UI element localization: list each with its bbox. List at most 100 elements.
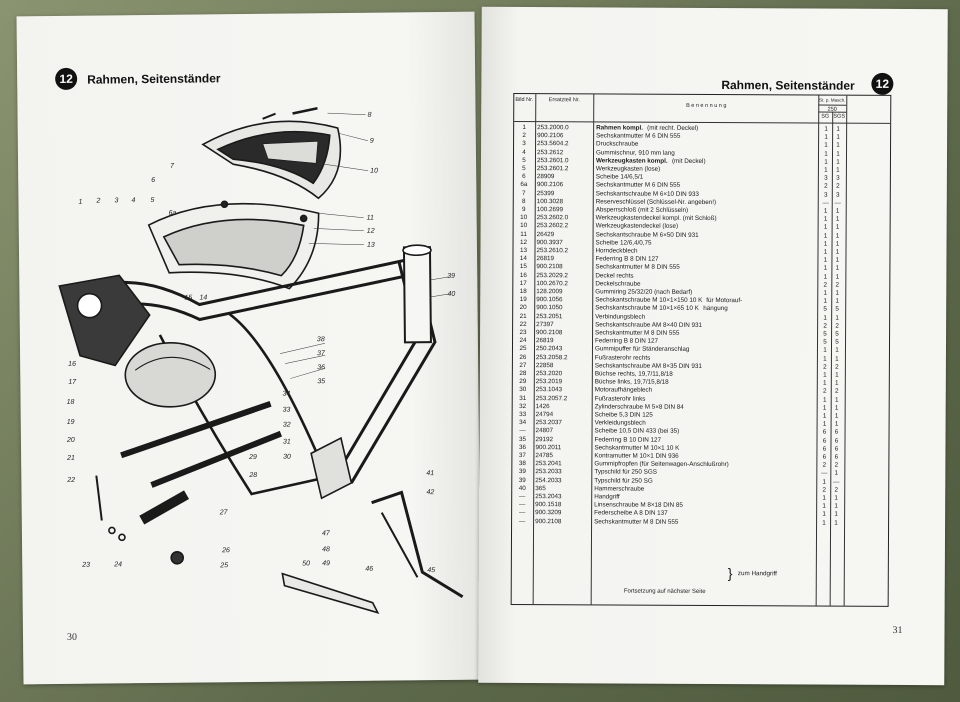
cell-benennung: Typschild für 250 SGS	[594, 468, 658, 477]
cell-benennung: Werkzeugkastendeckel (lose)	[595, 222, 679, 231]
cell-ersatzteil: 25399	[536, 189, 555, 197]
cell-sg: 1	[824, 141, 828, 149]
frame-drawing	[58, 107, 464, 614]
cell-ersatzteil: 26429	[536, 230, 555, 238]
brace-symbol: }	[727, 565, 733, 582]
part-callout: 23	[81, 562, 90, 569]
cell-sgs: 1	[835, 297, 840, 305]
cell-bild: 39	[518, 476, 526, 484]
cell-sg: 5	[823, 330, 827, 338]
part-callout: 7	[170, 163, 175, 170]
cell-sg: 6	[822, 437, 827, 445]
cell-ersatzteil: 253.2601.0	[536, 156, 569, 165]
cell-benennung: Büchse rechts, 19,7/11,8/18	[594, 370, 673, 378]
part-callout: 20	[66, 437, 75, 444]
cell-sg: 1	[823, 379, 827, 387]
cell-sg: 6	[822, 428, 827, 436]
cell-benennung: Federring B 8 DIN 127	[595, 255, 659, 263]
cell-sgs: —	[833, 478, 840, 486]
cell-sgs: 6	[834, 445, 839, 453]
cell-ersatzteil: 900.3209	[535, 509, 562, 517]
part-callout: 30	[283, 454, 291, 461]
cell-bild: 17	[519, 279, 527, 287]
cell-bild: —	[518, 501, 526, 509]
cell-bild: 10	[520, 214, 528, 222]
cell-ersatzteil: 253.2602.0	[536, 214, 569, 222]
cell-bild: 3	[522, 140, 526, 148]
cell-sgs: 6	[834, 437, 839, 445]
part-callout: 42	[426, 489, 434, 496]
cell-sgs: 1	[836, 158, 840, 166]
cell-benennung: Sechskantmutter M 8 DIN 555	[594, 517, 679, 526]
cell-sg: 1	[824, 166, 828, 174]
header-sg: SG	[821, 113, 830, 120]
cell-sgs: 1	[835, 289, 840, 297]
cell-benennung: Verbindungsblech	[595, 312, 646, 321]
cell-sg: 3	[824, 191, 828, 199]
part-callout: 6a	[169, 210, 177, 217]
cell-sgs: 1	[835, 347, 839, 355]
cell-sg: 1	[822, 420, 827, 428]
part-callout: 39	[447, 273, 455, 280]
cell-sg: 1	[823, 273, 828, 281]
cell-benennung: Fußrasterohr rechts	[594, 353, 651, 362]
cell-benennung: Typschild für 250 SG	[594, 476, 653, 485]
cell-bild: 24	[519, 337, 527, 345]
cell-benennung: Scheibe 5,3 DIN 125	[594, 411, 653, 419]
cell-ersatzteil: 900.2011	[535, 443, 562, 452]
cell-sg: 5	[823, 338, 827, 346]
cell-benennung: Sechskantschraube AM 8×40 DIN 931	[595, 321, 703, 329]
part-callout: 17	[68, 379, 77, 386]
cell-bild: 32	[519, 402, 527, 410]
cell-sgs: 1	[835, 379, 839, 387]
cell-ersatzteil: 253.2033	[535, 468, 562, 476]
page-title: Rahmen, Seitenständer	[721, 78, 855, 93]
cell-bild: 26	[519, 353, 527, 361]
cell-sgs: 1	[835, 248, 840, 256]
cell-bild: —	[519, 492, 526, 501]
cell-sg: 1	[823, 240, 828, 248]
cell-sg: 1	[823, 314, 827, 322]
cell-sgs: 1	[835, 371, 839, 379]
cell-sgs: 2	[836, 183, 840, 191]
cell-benennung: Horndeckblech	[595, 247, 638, 255]
cell-bild: 1	[522, 123, 526, 132]
header-stueck: St. p. Masch.	[819, 97, 846, 103]
cell-sg: 2	[823, 363, 827, 371]
cell-benennung: Zylinderschraube M 5×8 DIN 84	[594, 403, 684, 411]
cell-benennung: Gummiring 25/32/20 (nach Bedarf)	[595, 288, 693, 296]
cell-sgs: 1	[834, 412, 839, 420]
part-callout: 9	[370, 138, 374, 145]
cell-sg: 1	[822, 510, 826, 518]
part-callout: 3	[114, 197, 118, 204]
cell-sg: 1	[822, 396, 827, 404]
cell-sgs: 5	[835, 338, 839, 346]
part-callout: 38	[317, 336, 325, 343]
part-callout: 21	[66, 455, 75, 462]
cell-benennung: Sechskantschraube M 10×1×150 10 K	[595, 296, 703, 305]
cell-ersatzteil: 365	[535, 484, 546, 492]
cell-sgs: 1	[835, 256, 840, 264]
cell-ersatzteil: 253.2612	[536, 148, 564, 156]
part-callout: 25	[219, 562, 228, 569]
continuation-note: Fortsetzung auf nächster Seite	[623, 588, 706, 595]
cell-sgs: 2	[835, 322, 839, 330]
cell-sgs: —	[834, 199, 841, 207]
cell-bild: 25	[519, 345, 527, 353]
cell-ersatzteil: 900.2106	[537, 132, 564, 140]
cell-benennung: Sechskantmutter M 8 DIN 555	[595, 263, 680, 272]
part-callout: 28	[248, 472, 257, 479]
right-page: Rahmen, Seitenständer 12 Bild Nr. Ersatz…	[478, 6, 948, 686]
cell-bild: 16	[519, 271, 527, 279]
cell-benennung: Sechskantschraube M 6×10 DIN 933	[595, 189, 699, 198]
cell-bild: 22	[519, 320, 527, 328]
cell-bild: 31	[519, 394, 527, 402]
cell-bild: 35	[518, 435, 527, 443]
cell-note: (mit Deckel)	[671, 157, 706, 165]
cell-sgs: 1	[835, 232, 840, 240]
part-callout: 5	[150, 197, 154, 204]
cell-bild: 7	[522, 189, 526, 197]
cell-benennung: Linsenschraube M 8×18 DIN 85	[594, 501, 683, 510]
